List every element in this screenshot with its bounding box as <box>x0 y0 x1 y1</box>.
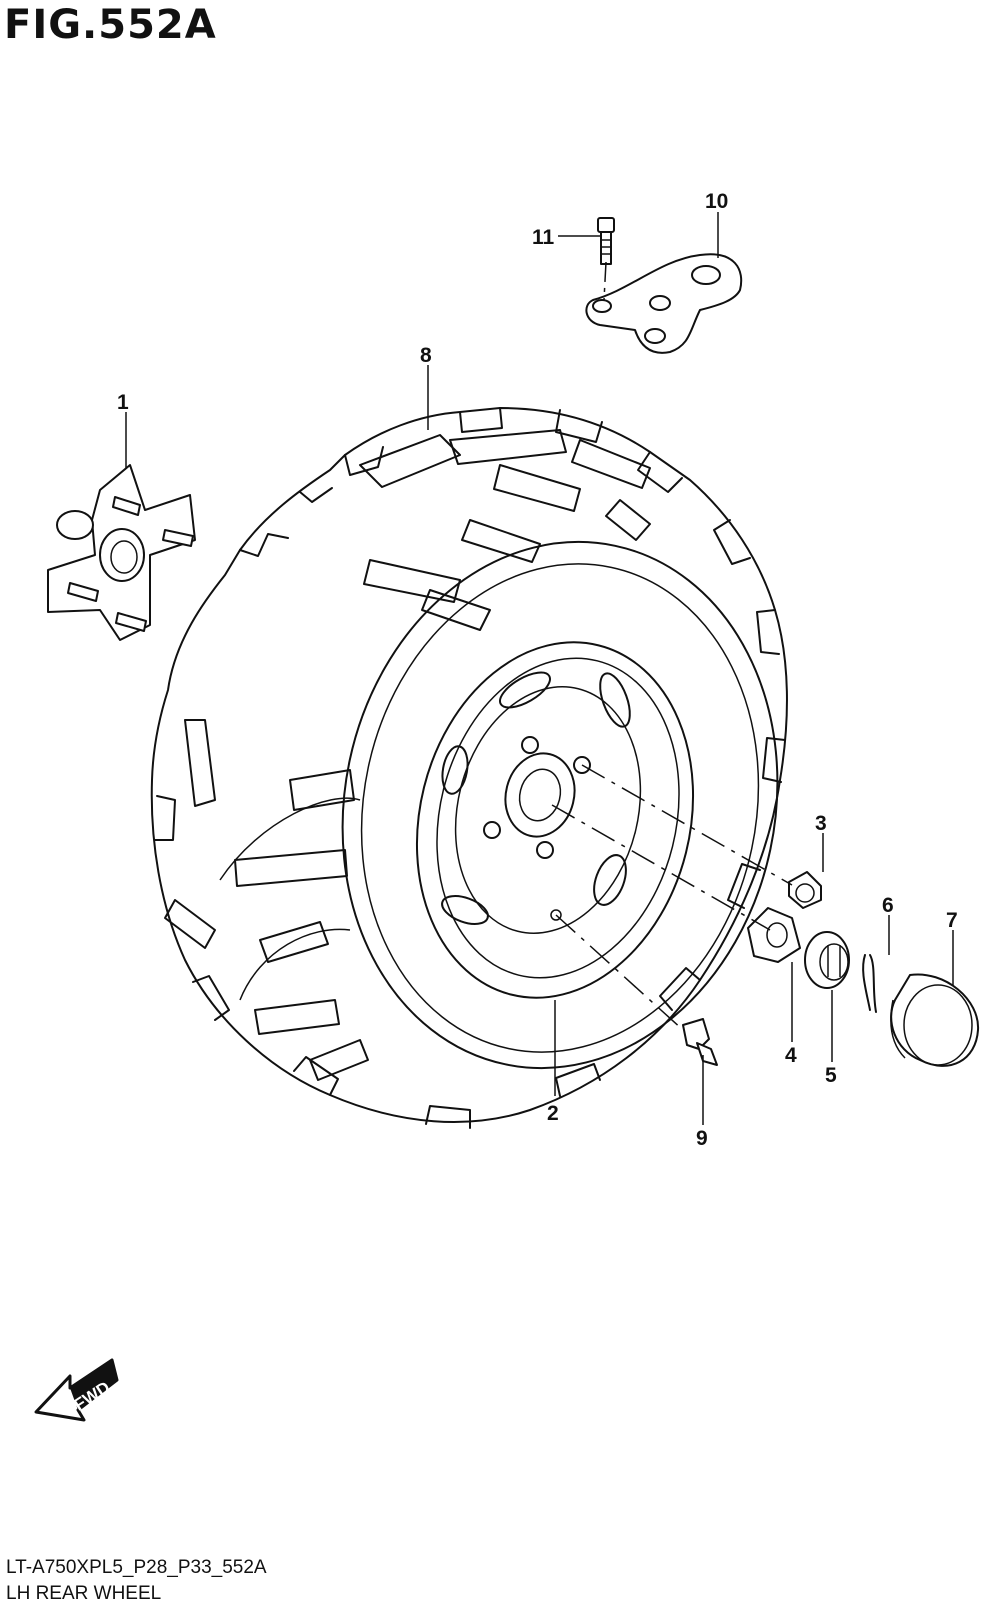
castle-nut-illustration <box>804 931 850 989</box>
figure-title: FIG.552A <box>4 2 217 48</box>
arrow-fwd-icon: FWD <box>34 1358 119 1422</box>
callout-9: 9 <box>696 1127 708 1150</box>
wheel-illustration <box>415 641 695 999</box>
assembly-name: LH REAR WHEEL <box>6 1583 162 1604</box>
callout-3: 3 <box>815 812 827 835</box>
callout-1: 1 <box>117 391 129 414</box>
callout-10: 10 <box>705 190 728 213</box>
nut-illustration <box>788 871 822 909</box>
callout-2: 2 <box>547 1102 559 1125</box>
cap-illustration <box>890 973 980 1067</box>
bolt-illustration <box>597 217 615 265</box>
callout-4: 4 <box>785 1044 797 1067</box>
cotter-pin-illustration <box>862 954 877 1013</box>
leader-lines <box>125 212 954 1125</box>
callout-7: 7 <box>946 909 958 932</box>
model-code: LT-A750XPL5_P28_P33_552A <box>6 1557 267 1578</box>
callout-8: 8 <box>420 344 432 367</box>
callout-6: 6 <box>882 894 894 917</box>
callout-11: 11 <box>532 226 555 249</box>
washer-illustration <box>747 907 801 963</box>
callout-5: 5 <box>825 1064 837 1087</box>
hub-illustration <box>47 464 196 641</box>
bracket-illustration <box>585 253 743 354</box>
valve-illustration <box>682 1018 718 1066</box>
